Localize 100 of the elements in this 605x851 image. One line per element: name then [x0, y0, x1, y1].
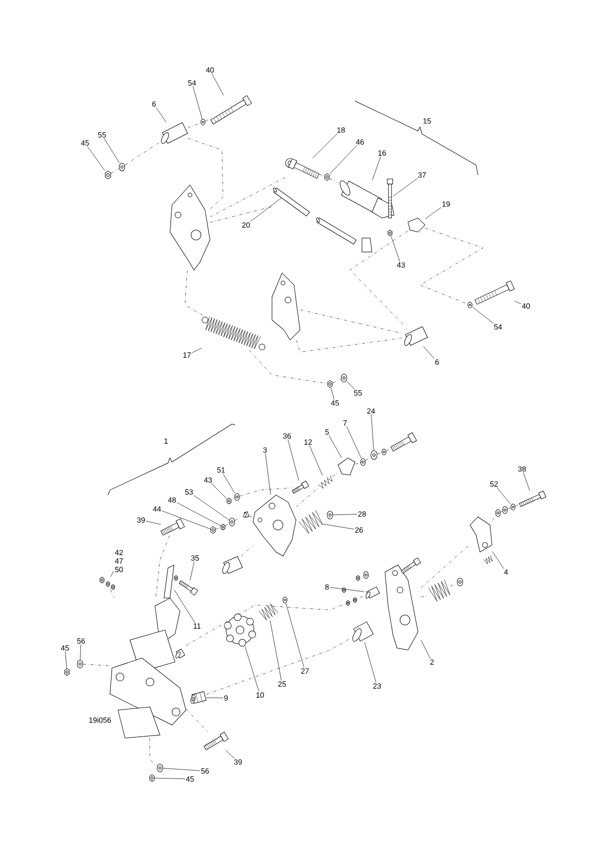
spring	[258, 604, 278, 620]
leader-line	[250, 198, 282, 222]
leader-line	[87, 146, 106, 172]
bolt	[387, 178, 393, 218]
assembly-line	[225, 524, 230, 526]
washer	[495, 509, 501, 517]
leader-line	[346, 426, 362, 458]
leader-line	[496, 487, 511, 504]
leader-line	[104, 138, 120, 163]
nut	[174, 575, 178, 581]
pin	[190, 691, 206, 704]
assembly-line	[350, 230, 408, 327]
assembly-line	[386, 448, 391, 451]
assembly-line	[500, 511, 502, 512]
leader-line	[65, 651, 67, 668]
assembly-line	[210, 177, 286, 218]
leader-line	[392, 178, 418, 197]
assembly-line	[300, 310, 402, 334]
assembly-line	[110, 168, 120, 174]
washer	[370, 450, 378, 460]
washer	[228, 518, 236, 526]
assembly-line	[515, 504, 520, 506]
leader-line	[332, 514, 358, 516]
bushing	[366, 586, 380, 598]
assembly-line	[240, 545, 253, 556]
assembly-line	[332, 379, 342, 384]
washer	[76, 660, 84, 668]
assembly-line	[366, 457, 371, 460]
leader-line	[472, 306, 494, 324]
assembly-line	[296, 338, 402, 352]
leader-line	[286, 603, 304, 668]
leader-line	[222, 473, 235, 494]
nuts	[100, 576, 115, 590]
leader-line	[423, 346, 434, 359]
leader-line	[492, 551, 504, 569]
assembly-line	[450, 583, 458, 586]
washer	[510, 504, 516, 510]
assembly-line	[377, 452, 382, 454]
assembly-line	[156, 535, 170, 598]
assembly-line	[355, 462, 360, 464]
assembly-line	[420, 594, 428, 598]
leader-line	[194, 495, 230, 520]
leader-line	[174, 590, 196, 623]
leader-line	[244, 646, 260, 692]
bolt	[519, 490, 546, 507]
leader-line	[328, 435, 342, 458]
assembly-line	[184, 270, 204, 316]
spring	[428, 580, 450, 602]
assembly-line	[319, 174, 325, 176]
assembly-line	[186, 596, 364, 646]
lever-plate	[272, 272, 300, 340]
bolt	[204, 732, 229, 750]
bushing	[352, 622, 374, 642]
assembly-line	[248, 516, 253, 518]
assembly-line	[420, 544, 470, 588]
assembly-line	[188, 138, 224, 209]
washer	[234, 493, 240, 501]
mounting-bracket-drawing	[110, 598, 186, 738]
leader-line	[162, 510, 211, 530]
leader-line	[146, 520, 161, 525]
spring	[298, 510, 323, 534]
assembly-line	[234, 516, 242, 521]
assembly-line	[215, 528, 221, 530]
leader-line	[514, 300, 522, 304]
nut	[342, 587, 346, 593]
bolt	[210, 95, 252, 124]
rod	[273, 188, 310, 216]
leader-line	[110, 570, 114, 577]
washer	[468, 302, 472, 308]
assembly-line	[82, 664, 110, 666]
spring	[483, 555, 492, 564]
assembly-line	[149, 738, 158, 766]
bolt	[390, 432, 417, 452]
clevis	[408, 218, 426, 232]
nut	[356, 575, 360, 581]
assembly-line	[205, 118, 211, 122]
spacer	[243, 511, 250, 518]
leader-line	[80, 644, 82, 660]
bolt	[160, 518, 185, 536]
bolt	[474, 280, 515, 305]
bolt	[292, 480, 310, 494]
bushing	[161, 122, 188, 144]
washer	[382, 448, 386, 456]
leader-line	[330, 388, 334, 400]
assembly-line	[186, 708, 208, 732]
washer	[118, 162, 126, 172]
lever	[470, 516, 492, 552]
nut	[64, 668, 70, 676]
leader-line	[270, 620, 282, 681]
lever	[338, 458, 356, 476]
leader-line	[523, 472, 530, 491]
ring	[326, 510, 334, 520]
leader-line	[312, 133, 338, 158]
assembly-line	[248, 350, 328, 384]
leader-line	[425, 207, 442, 219]
leader-line	[192, 86, 202, 119]
rod-end	[285, 158, 320, 179]
leader-line	[176, 502, 221, 526]
nut	[226, 498, 232, 504]
leader-line	[390, 236, 400, 262]
